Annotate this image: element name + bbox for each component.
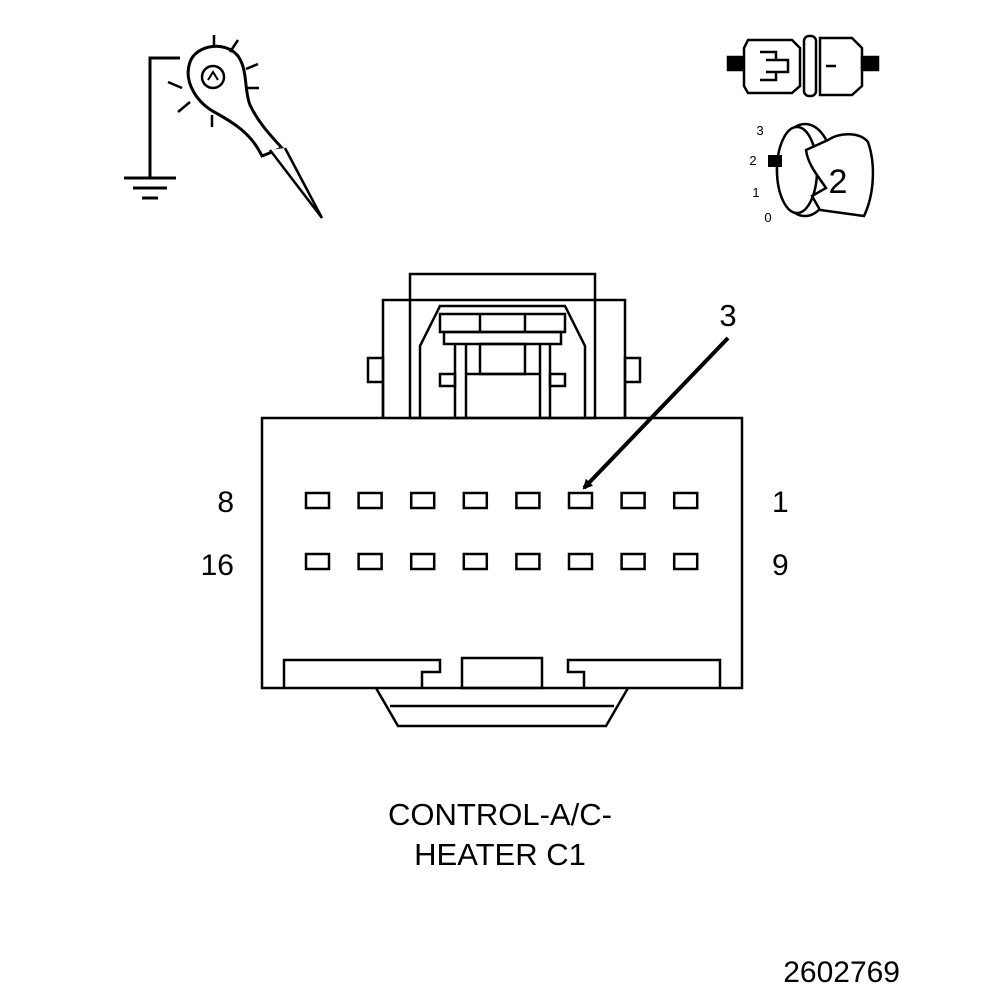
ground-icon <box>124 175 176 200</box>
ignition-position-2: 2 <box>749 153 756 168</box>
ignition-position-3: 3 <box>756 123 763 138</box>
row2-right-pin-label: 9 <box>772 549 789 582</box>
pin-cavity-3 <box>567 491 594 510</box>
ignition-position-1: 1 <box>752 185 759 200</box>
ignition-switch-icon <box>768 122 875 218</box>
ignition-position-0: 0 <box>764 210 771 225</box>
test-light-icon <box>148 35 324 219</box>
pin-cavity-15 <box>357 552 383 571</box>
pin-cavity-6 <box>409 491 436 510</box>
pin-cavity-4 <box>515 491 541 510</box>
pin-cavity-8 <box>304 491 331 510</box>
connector-name-line1: CONTROL-A/C- <box>388 797 612 832</box>
connector-name-line2: HEATER C1 <box>414 837 586 872</box>
pin-cavity-7 <box>357 491 383 510</box>
row1-left-pin-label: 8 <box>217 486 234 519</box>
callout-number: 3 <box>719 298 736 333</box>
pin-cavity-12 <box>515 552 541 571</box>
disconnected-connector-icon <box>726 34 880 98</box>
pin-cavity-9 <box>672 552 699 571</box>
row1-right-pin-label: 1 <box>772 486 789 519</box>
pin-cavities <box>304 491 699 571</box>
pin-cavity-2 <box>620 491 646 510</box>
figure-id: 2602769 <box>783 956 900 989</box>
pin-cavity-1 <box>672 491 699 510</box>
ignition-key-label: 2 <box>829 163 848 201</box>
pin-cavity-16 <box>304 552 331 571</box>
pin-cavity-14 <box>409 552 436 571</box>
pin-cavity-10 <box>620 552 646 571</box>
row2-left-pin-label: 16 <box>201 549 234 582</box>
connector-face <box>260 272 744 728</box>
pin-cavity-5 <box>462 491 489 510</box>
callout-arrow <box>582 336 730 490</box>
pin-cavity-11 <box>567 552 594 571</box>
pin-cavity-13 <box>462 552 489 571</box>
